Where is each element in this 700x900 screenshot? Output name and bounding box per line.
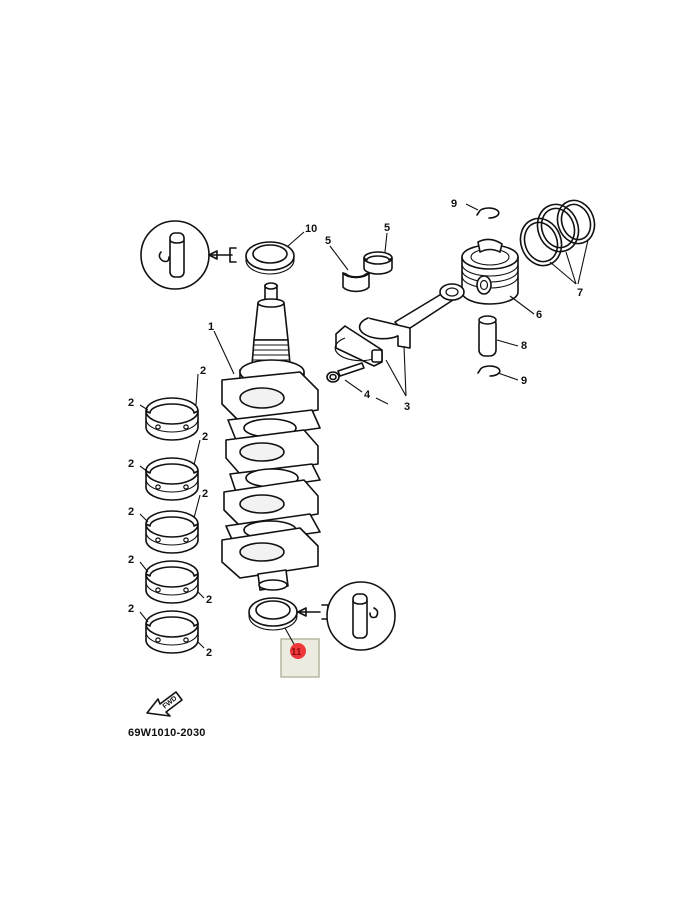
callout-4[interactable]: 4 xyxy=(364,389,371,401)
fwd-arrow-icon: FWD xyxy=(146,691,183,717)
crankshaft[interactable] xyxy=(221,282,321,591)
main-bearing-1[interactable] xyxy=(145,397,199,441)
connecting-rod[interactable] xyxy=(334,283,465,367)
callout-6[interactable]: 6 xyxy=(536,309,542,321)
conrod-bolt[interactable] xyxy=(326,362,365,383)
piston[interactable] xyxy=(461,238,519,305)
bearing-half-right[interactable] xyxy=(363,251,393,275)
piston-pin[interactable] xyxy=(478,315,497,357)
callout-2-1a[interactable]: 2 xyxy=(128,397,134,409)
callout-9b[interactable]: 9 xyxy=(521,375,527,387)
oil-seal-bottom[interactable] xyxy=(248,597,298,631)
selected-part-highlight[interactable]: 11 xyxy=(280,627,320,678)
callout-7[interactable]: 7 xyxy=(577,287,583,299)
callout-2-4b[interactable]: 2 xyxy=(206,594,212,606)
callout-5b[interactable]: 5 xyxy=(384,222,390,234)
callout-11[interactable]: 11 xyxy=(291,647,302,658)
callout-8[interactable]: 8 xyxy=(521,340,527,352)
callout-2-2a[interactable]: 2 xyxy=(128,458,134,470)
main-bearing-5[interactable] xyxy=(145,610,199,654)
callout-10[interactable]: 10 xyxy=(305,223,317,235)
callout-2-5a[interactable]: 2 xyxy=(128,603,134,615)
callout-5a[interactable]: 5 xyxy=(325,235,331,247)
piston-pin-clip-top[interactable] xyxy=(476,207,500,219)
callout-9a[interactable]: 9 xyxy=(451,198,457,210)
callout-2-3a[interactable]: 2 xyxy=(128,506,134,518)
piston-pin-clip-bottom[interactable] xyxy=(477,365,501,377)
main-bearing-3[interactable] xyxy=(145,510,199,554)
highlight-dot xyxy=(290,643,306,659)
callout-1[interactable]: 1 xyxy=(208,321,214,333)
callout-2-1b[interactable]: 2 xyxy=(200,365,206,377)
piston-rings[interactable] xyxy=(514,195,600,271)
callout-2-4a[interactable]: 2 xyxy=(128,554,134,566)
main-bearing-4[interactable] xyxy=(145,560,199,604)
seal-detail-bottom xyxy=(297,581,396,651)
bearing-half-left[interactable] xyxy=(342,272,370,293)
main-bearing-2[interactable] xyxy=(145,457,199,501)
callout-2-5b[interactable]: 2 xyxy=(206,647,212,659)
oil-seal-top[interactable] xyxy=(245,241,295,275)
seal-detail-top xyxy=(140,220,237,290)
diagram-code: 69W1010-2030 xyxy=(128,727,206,739)
callout-2-3b[interactable]: 2 xyxy=(202,488,208,500)
callout-2-2b[interactable]: 2 xyxy=(202,431,208,443)
callout-3[interactable]: 3 xyxy=(404,401,410,413)
